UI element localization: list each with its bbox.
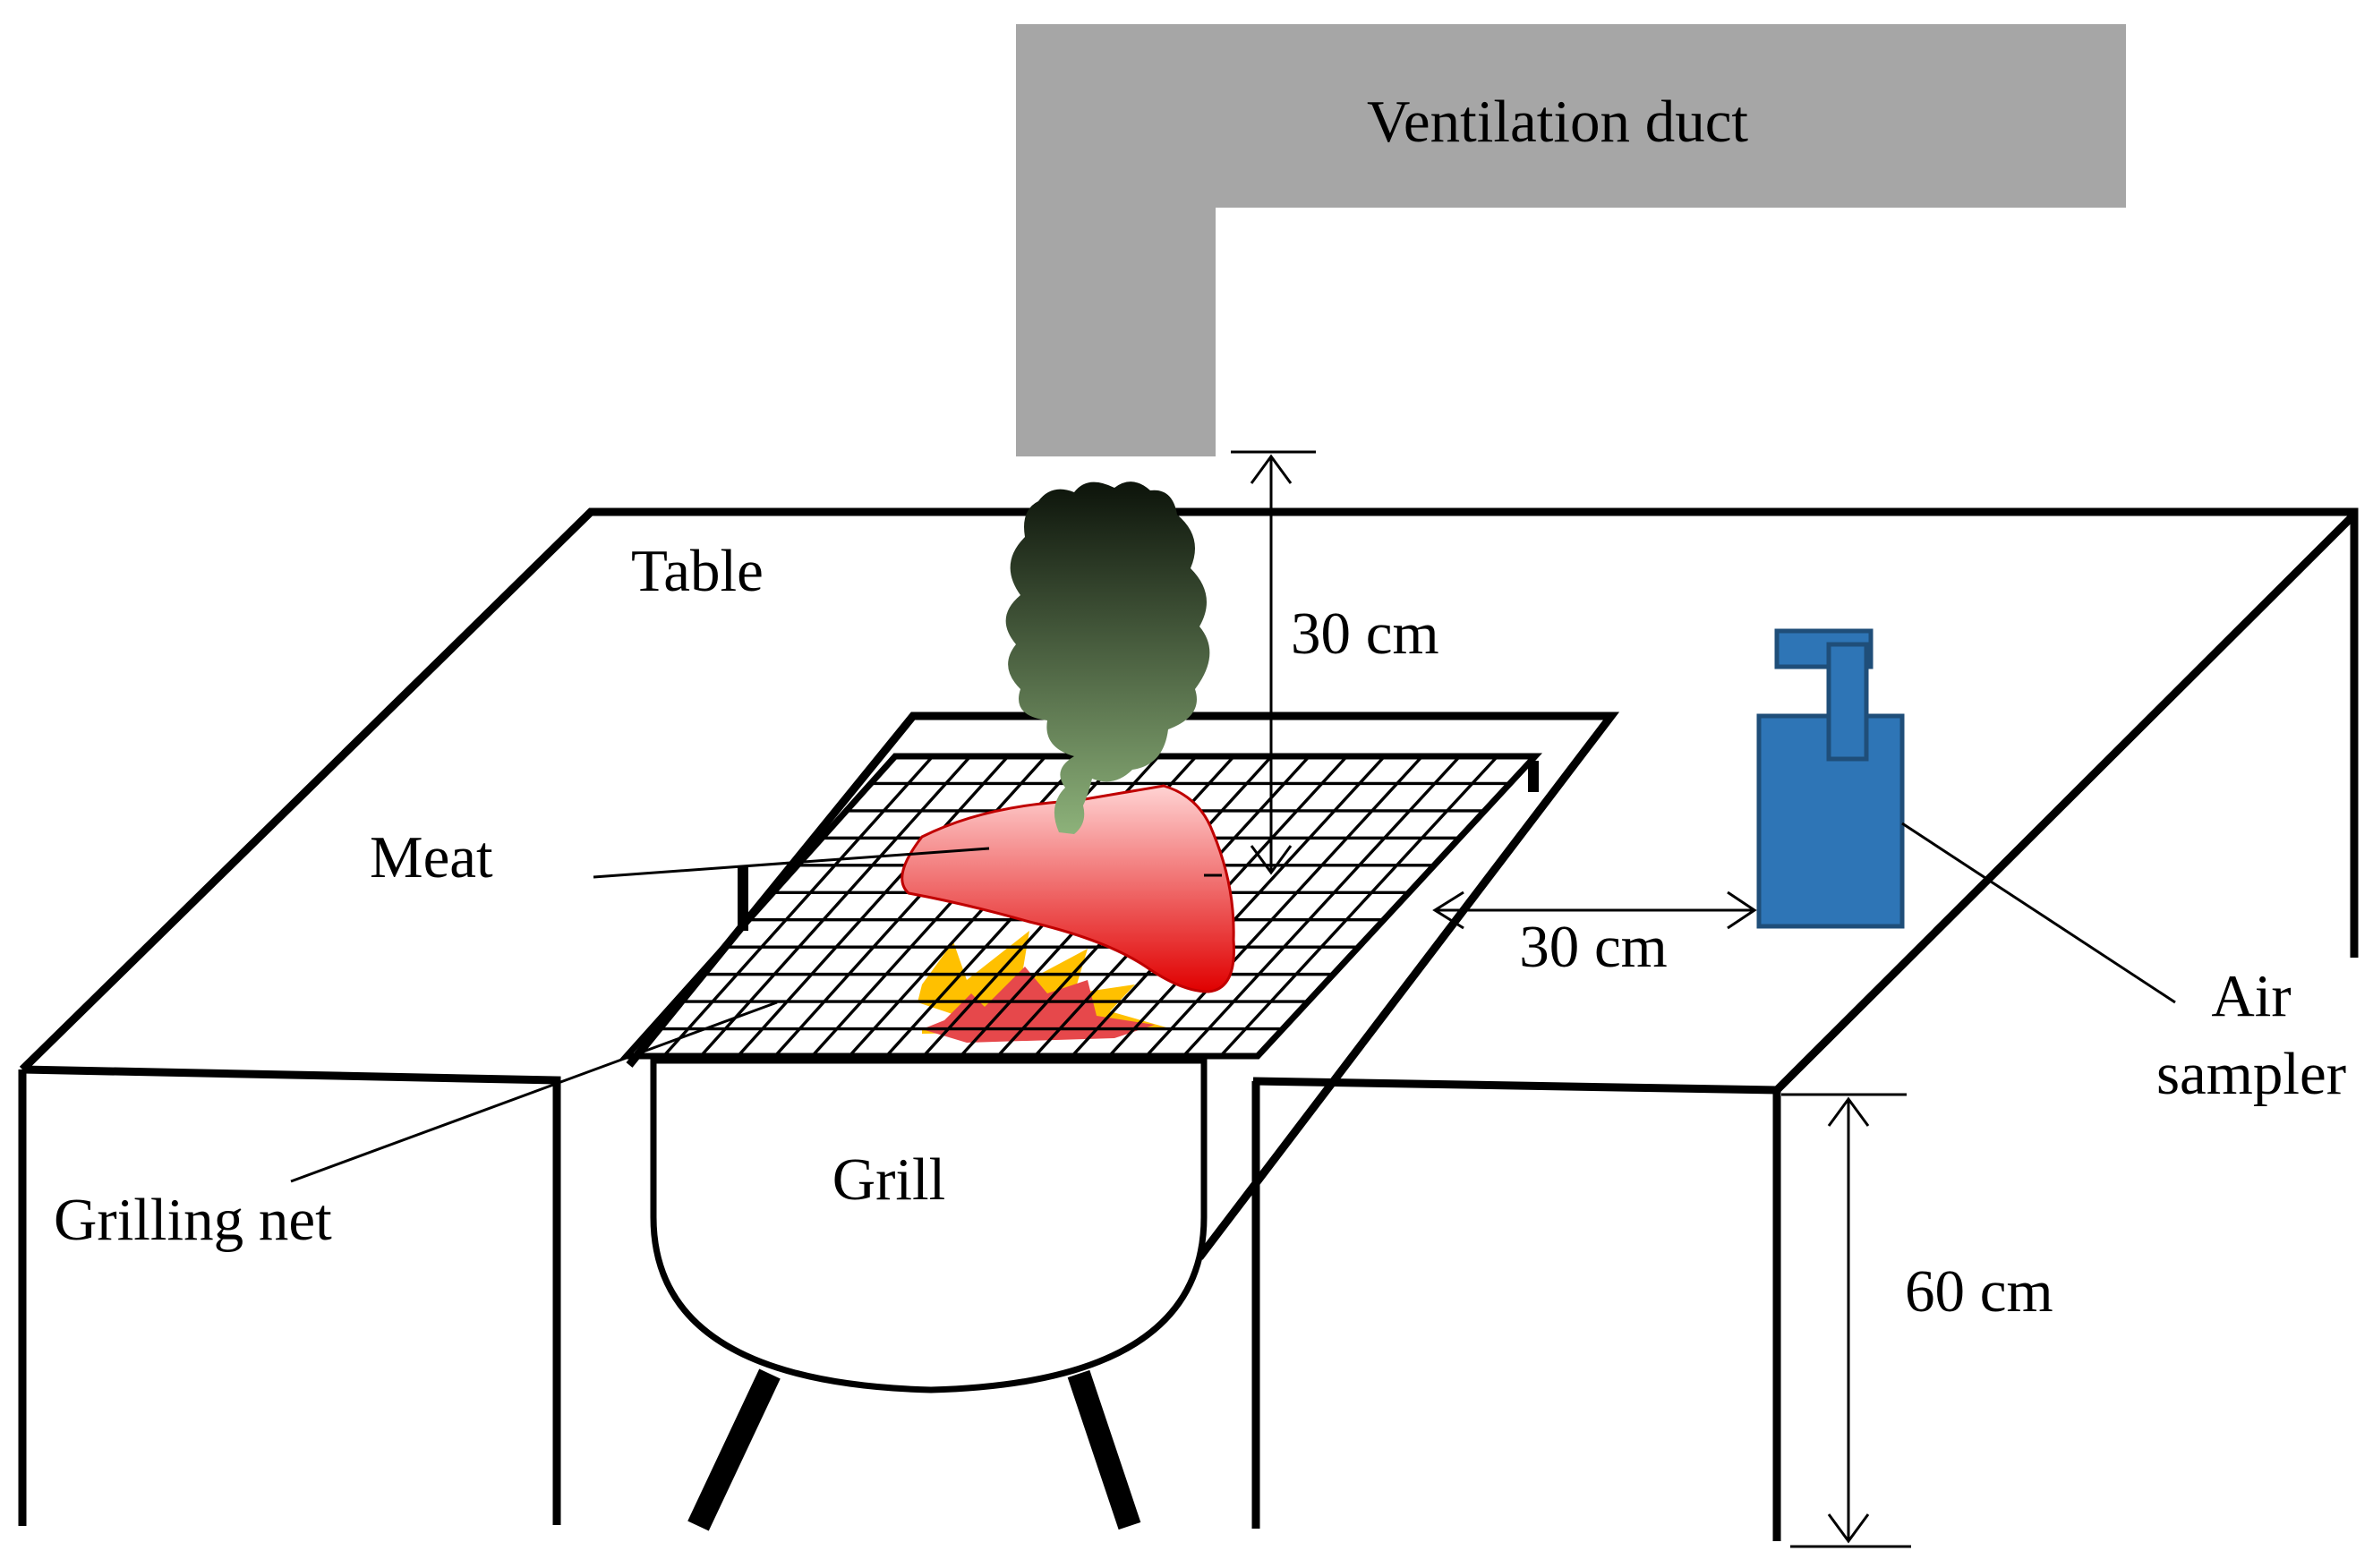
leader-lines [290, 822, 2176, 1183]
net-wire [737, 754, 1010, 1058]
table-height-label: 60 cm [1905, 1258, 2053, 1325]
air-sampler-leader-line [1901, 822, 2176, 1004]
net-wire [773, 754, 1047, 1058]
grilling-net-label: Grilling net [54, 1187, 332, 1253]
net-wire [699, 754, 972, 1058]
duct-distance-label: 30 cm [1291, 601, 1439, 667]
air-sampler: Air sampler [1756, 628, 2346, 1107]
ventilation-duct: Ventilation duct [1016, 24, 2126, 456]
smoke [1005, 481, 1210, 834]
net-wire [1107, 754, 1387, 1058]
grilling-net-leader-line [290, 1001, 778, 1183]
meat-label: Meat [370, 824, 493, 891]
grill: Grill [650, 1057, 1208, 1531]
net-wire [662, 754, 935, 1058]
meat-leader-line [593, 847, 990, 879]
meat [901, 784, 1235, 993]
table-label: Table [631, 538, 764, 604]
air-sampler-label-line1: Air [2211, 963, 2291, 1029]
fire [918, 931, 1173, 1043]
dimension-table-height: 60 cm [1781, 1093, 2053, 1548]
net-wire [1145, 754, 1424, 1058]
air-sampler-label-line2: sampler [2156, 1041, 2346, 1107]
dimension-duct-to-meat: 30 cm [1231, 450, 1439, 875]
net-wire [1219, 754, 1499, 1058]
dimension-net-to-sampler: 30 cm [1432, 891, 1757, 980]
grill-label: Grill [832, 1146, 946, 1213]
ventilation-duct-label: Ventilation duct [1367, 89, 1748, 155]
sampler-distance-label: 30 cm [1519, 914, 1668, 980]
net-wire [1182, 754, 1462, 1058]
